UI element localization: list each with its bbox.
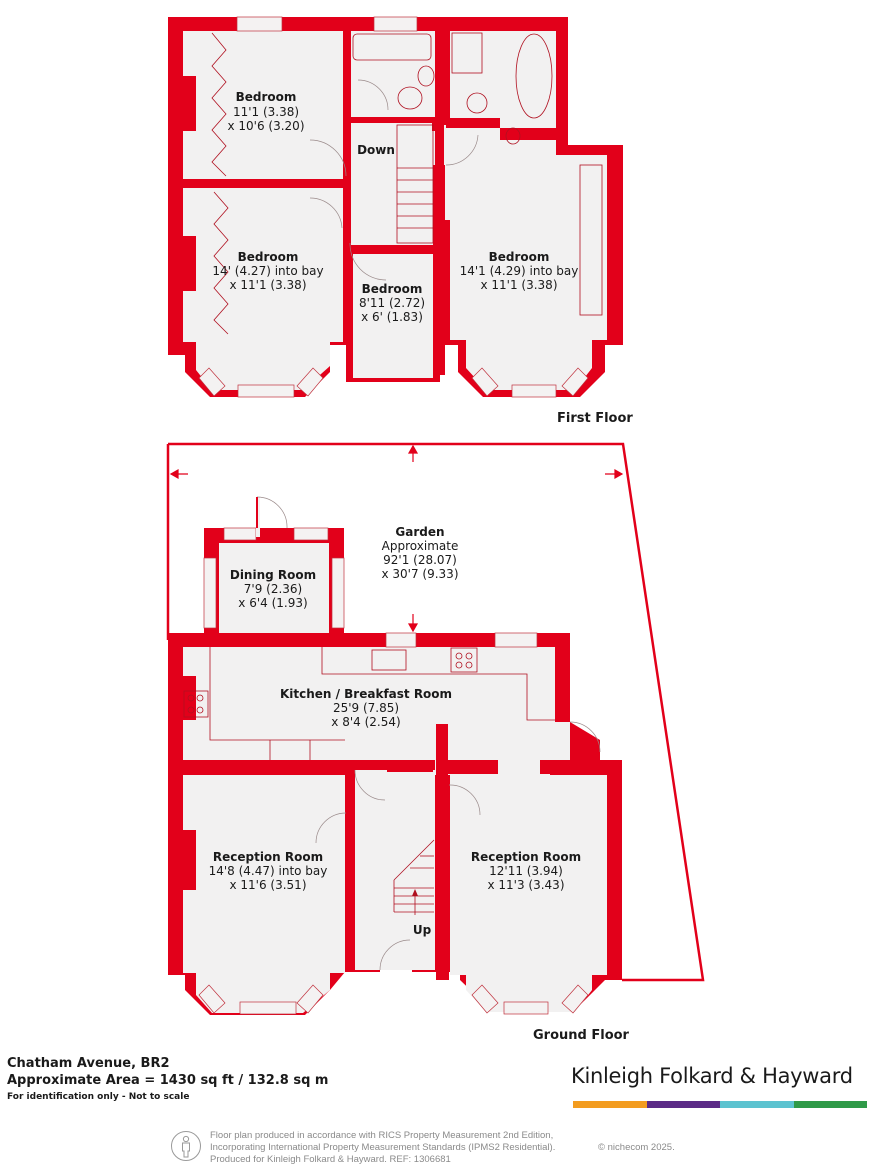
room-name: Dining Room: [230, 568, 316, 582]
room-name: Bedroom: [236, 90, 297, 104]
room-dimension: 14'8 (4.47) into bay: [209, 864, 328, 878]
room-dimension: x 8'4 (2.54): [331, 715, 400, 729]
room-dimension: x 11'1 (3.38): [480, 278, 557, 292]
room-dimension: 14'1 (4.29) into bay: [460, 264, 579, 278]
stair-label: Down: [357, 143, 395, 157]
room-name: Garden: [395, 525, 444, 539]
room-name: Reception Room: [471, 850, 581, 864]
room-dimension: 11'1 (3.38): [233, 105, 299, 119]
room-dimension: 7'9 (2.36): [244, 582, 302, 596]
room-dimension: x 11'1 (3.38): [229, 278, 306, 292]
property-info: Chatham Avenue, BR2 Approximate Area = 1…: [7, 1055, 328, 1089]
stair-label: Up: [413, 923, 432, 937]
ground-floor-plan: Garden Approximate 92'1 (28.07) x 30'7 (…: [166, 442, 705, 1043]
agent-logo-bar: [573, 1101, 867, 1108]
room-dimension: 14' (4.27) into bay: [212, 264, 323, 278]
legal-line-3: Produced for Kinleigh Folkard & Hayward.…: [210, 1154, 451, 1165]
room-dimension: x 6' (1.83): [361, 310, 423, 324]
first-floor-plan: Bedroom 11'1 (3.38) x 10'6 (3.20) Bedroo…: [168, 16, 633, 426]
room-name: Reception Room: [213, 850, 323, 864]
room-name-secondary: Approximate: [382, 539, 459, 553]
room-dimension: 8'11 (2.72): [359, 296, 425, 310]
room-dimension: 25'9 (7.85): [333, 701, 399, 715]
legal-line-1: Floor plan produced in accordance with R…: [210, 1130, 554, 1141]
logo-bar-cyan: [720, 1101, 794, 1108]
logo-bar-purple: [646, 1101, 720, 1108]
logo-bar-orange: [573, 1101, 647, 1108]
legal-text: Floor plan produced in accordance with R…: [210, 1130, 555, 1166]
agent-logo-text: Kinleigh Folkard & Hayward: [571, 1064, 853, 1088]
property-area: Approximate Area = 1430 sq ft / 132.8 sq…: [7, 1073, 329, 1088]
scale-note: For identification only - Not to scale: [7, 1092, 190, 1102]
room-name: Bedroom: [362, 282, 423, 296]
legal-line-2: Incorporating International Property Mea…: [210, 1142, 556, 1153]
room-name: Bedroom: [489, 250, 550, 264]
floor-plan: Bedroom 11'1 (3.38) x 10'6 (3.20) Bedroo…: [166, 16, 705, 1043]
person-measure-icon: [171, 1131, 201, 1161]
room-name: Kitchen / Breakfast Room: [280, 687, 452, 701]
copyright: © nichecom 2025.: [598, 1142, 675, 1153]
room-dimension: x 6'4 (1.93): [238, 596, 307, 610]
room-dimension: x 11'6 (3.51): [229, 878, 306, 892]
room-dimension: 12'11 (3.94): [489, 864, 563, 878]
room-dimension: 92'1 (28.07): [383, 553, 457, 567]
logo-bar-green: [793, 1101, 867, 1108]
room-dimension: x 30'7 (9.33): [381, 567, 458, 581]
room-name: Bedroom: [238, 250, 299, 264]
room-dimension: x 11'3 (3.43): [487, 878, 564, 892]
property-address: Chatham Avenue, BR2: [7, 1056, 170, 1071]
floor-label-ground: Ground Floor: [533, 1028, 630, 1043]
room-dimension: x 10'6 (3.20): [227, 119, 304, 133]
floor-label-first: First Floor: [557, 411, 633, 426]
